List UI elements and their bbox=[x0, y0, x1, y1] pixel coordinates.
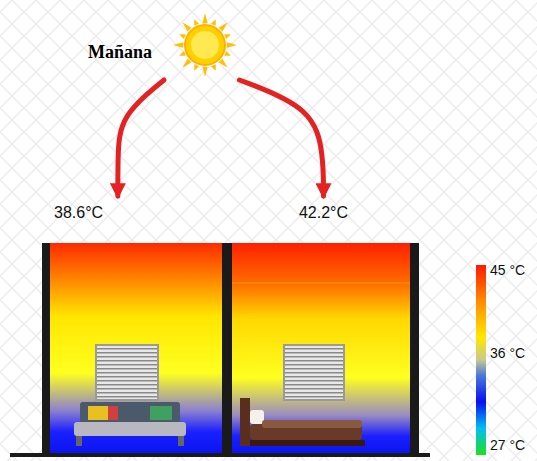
sun-node: Mañana bbox=[82, 12, 246, 80]
wall bbox=[410, 243, 419, 455]
layer-line bbox=[232, 283, 410, 284]
sofa bbox=[74, 402, 186, 446]
room-node: 42.2°C bbox=[227, 200, 420, 455]
window bbox=[284, 345, 344, 400]
scale-label: 27 °C bbox=[490, 437, 525, 453]
heat-arrow bbox=[239, 80, 323, 196]
temperature-label: 38.6°C bbox=[54, 204, 103, 222]
room-interior bbox=[232, 243, 410, 453]
bed bbox=[240, 398, 365, 446]
scale-label: 45 °C bbox=[490, 262, 525, 278]
color-scale bbox=[476, 265, 486, 455]
window bbox=[96, 345, 158, 400]
floor bbox=[10, 453, 430, 457]
sun-symbol bbox=[173, 13, 237, 77]
heat-arrow bbox=[118, 80, 164, 196]
time-label: Mañana bbox=[88, 42, 152, 63]
temperature-label: 42.2°C bbox=[299, 204, 348, 222]
room-node: 38.6°C bbox=[42, 200, 227, 455]
wall bbox=[222, 243, 232, 455]
wall bbox=[42, 243, 50, 455]
room-interior bbox=[50, 243, 222, 453]
scale-label: 36 °C bbox=[490, 345, 525, 361]
